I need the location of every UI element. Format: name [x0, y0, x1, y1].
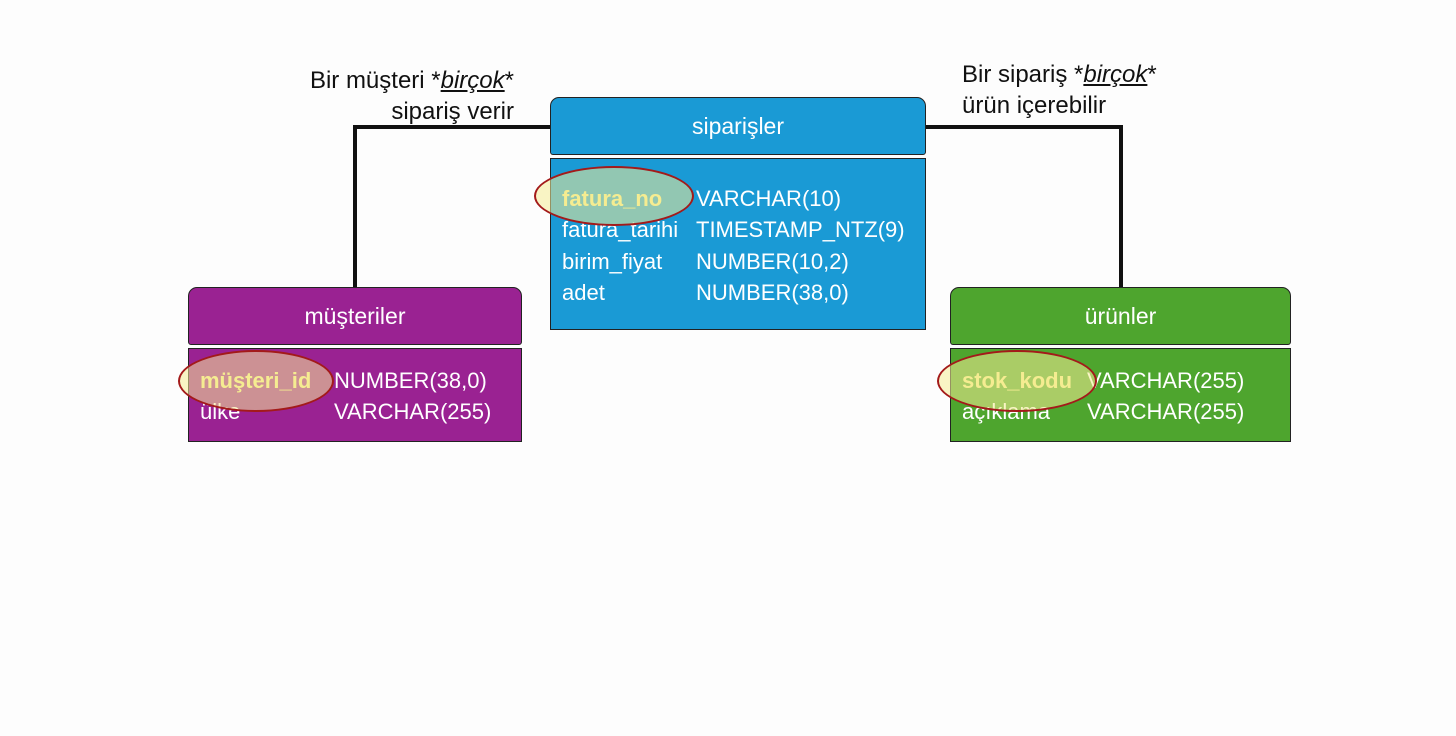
table-row: müşteri_id NUMBER(38,0) — [189, 365, 521, 397]
caption-right-line2: ürün içerebilir — [962, 92, 1107, 119]
caption-right-emphasis: birçok — [1083, 61, 1148, 88]
table-urunler-header: ürünler — [950, 287, 1291, 345]
connector-siparisler-urunler — [926, 125, 1123, 287]
table-row: birim_fiyat NUMBER(10,2) — [551, 246, 925, 278]
table-musteriler-body: müşteri_id NUMBER(38,0) ülke VARCHAR(255… — [178, 348, 522, 442]
column-name-aciklama: açıklama — [962, 399, 1051, 425]
table-row: ülke VARCHAR(255) — [189, 397, 521, 429]
table-row: adet NUMBER(38,0) — [551, 278, 925, 310]
caption-left-suffix: * — [504, 67, 514, 94]
column-name-ulke: ülke — [200, 399, 241, 425]
table-siparisler-body: fatura_no VARCHAR(10) fatura_tarihi TIME… — [534, 158, 926, 330]
column-name-stok-kodu: stok_kodu — [962, 367, 1073, 393]
column-type-birim-fiyat: NUMBER(10,2) — [696, 248, 849, 274]
caption-left-emphasis: birçok — [440, 67, 505, 94]
table-row: fatura_tarihi TIMESTAMP_NTZ(9) — [551, 215, 925, 247]
column-name-fatura-tarihi: fatura_tarihi — [562, 217, 679, 243]
table-musteriler-header: müşteriler — [188, 287, 522, 345]
column-name-birim-fiyat: birim_fiyat — [562, 248, 663, 274]
column-type-stok-kodu: VARCHAR(255) — [1087, 367, 1245, 393]
relationship-caption-right: Bir sipariş *birçok* ürün içerebilir — [962, 59, 1262, 121]
table-row: stok_kodu VARCHAR(255) — [951, 365, 1290, 397]
column-type-fatura-no: VARCHAR(10) — [696, 185, 842, 211]
connector-musteriler-siparisler — [353, 125, 550, 287]
column-type-aciklama: VARCHAR(255) — [1087, 399, 1245, 425]
caption-right-suffix: * — [1147, 61, 1157, 88]
table-row: fatura_no VARCHAR(10) — [551, 183, 925, 215]
column-type-fatura-tarihi: TIMESTAMP_NTZ(9) — [696, 217, 905, 243]
caption-left-line1: Bir müşteri *birçok* — [250, 65, 514, 96]
column-type-musteri-id: NUMBER(38,0) — [334, 367, 487, 393]
column-type-adet: NUMBER(38,0) — [696, 280, 849, 306]
column-name-musteri-id: müşteri_id — [200, 367, 312, 393]
table-musteriler: müşteriler müşteri_id NUMBER(38,0) ülke … — [178, 287, 522, 442]
caption-right-prefix: Bir sipariş * — [962, 61, 1084, 88]
column-name-fatura-no: fatura_no — [562, 185, 663, 211]
relationship-caption-left: Bir müşteri *birçok* sipariş verir — [250, 65, 514, 127]
table-siparisler: siparişler fatura_no VARCHAR(10) fatura_… — [534, 97, 926, 330]
caption-right-line1: Bir sipariş *birçok* — [962, 59, 1262, 90]
table-urunler: ürünler stok_kodu VARCHAR(255) açıklama … — [937, 287, 1291, 442]
table-siparisler-header: siparişler — [550, 97, 926, 155]
column-type-ulke: VARCHAR(255) — [334, 399, 492, 425]
table-urunler-body: stok_kodu VARCHAR(255) açıklama VARCHAR(… — [937, 348, 1291, 442]
caption-left-prefix: Bir müşteri * — [309, 67, 441, 94]
column-name-adet: adet — [562, 280, 605, 306]
caption-left-line2: sipariş verir — [391, 98, 514, 125]
table-row: açıklama VARCHAR(255) — [951, 397, 1290, 429]
